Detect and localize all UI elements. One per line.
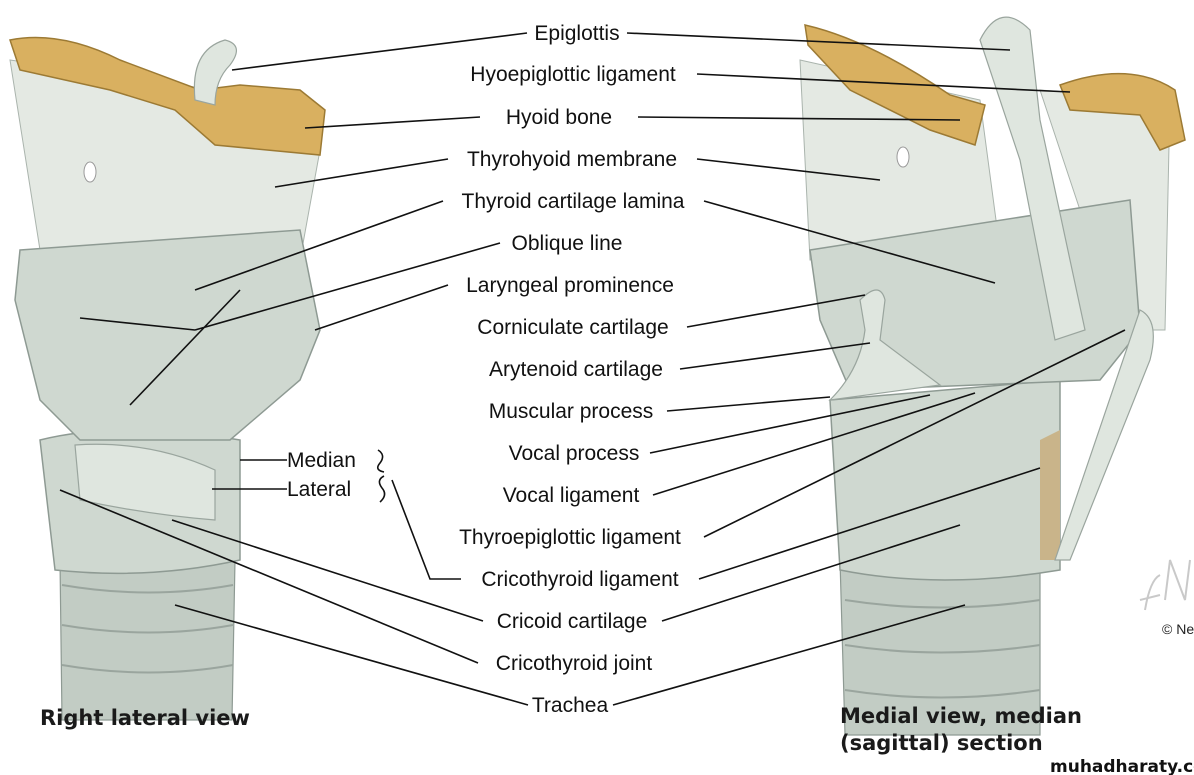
label-vocal-ligament: Vocal ligament xyxy=(503,484,640,507)
cricoid-right xyxy=(829,379,1061,581)
label-trachea: Trachea xyxy=(532,694,609,717)
epiglottis-right xyxy=(979,16,1086,341)
label-arytenoid-cartilage: Arytenoid cartilage xyxy=(489,358,663,381)
medial-view-illustration xyxy=(799,16,1191,736)
label-median: Median xyxy=(287,449,356,472)
label-thyrohyoid-membrane: Thyrohyoid membrane xyxy=(467,148,677,171)
caption-medial-view-line2: (sagittal) section xyxy=(840,731,1043,755)
watermark: muhadharaty.com xyxy=(1050,757,1194,775)
labels: Epiglottis Hyoepiglottic ligament Hyoid … xyxy=(459,22,685,717)
epiglottis-left xyxy=(193,39,237,106)
label-epiglottis: Epiglottis xyxy=(534,22,619,45)
label-hyoepiglottic-ligament: Hyoepiglottic ligament xyxy=(470,63,676,86)
label-cricothyroid-joint: Cricothyroid joint xyxy=(496,652,653,675)
thyroid-left xyxy=(14,229,321,441)
label-corniculate-cartilage: Corniculate cartilage xyxy=(477,316,668,339)
label-hyoid-bone: Hyoid bone xyxy=(506,106,612,129)
label-vocal-process: Vocal process xyxy=(509,442,640,465)
label-lateral: Lateral xyxy=(287,478,351,501)
caption-right-lateral-view: Right lateral view xyxy=(40,706,250,730)
hyoid-left xyxy=(9,36,326,156)
arytenoid-right xyxy=(828,289,942,401)
hyoid-right xyxy=(804,24,986,146)
label-muscular-process: Muscular process xyxy=(489,400,654,423)
label-thyroid-cartilage-lamina: Thyroid cartilage lamina xyxy=(462,190,685,213)
label-oblique-line: Oblique line xyxy=(512,232,623,255)
copyright-text: © Ne xyxy=(1162,621,1194,637)
label-laryngeal-prominence: Laryngeal prominence xyxy=(466,274,674,297)
label-cricothyroid-ligament: Cricothyroid ligament xyxy=(481,568,678,591)
label-cricoid-cartilage: Cricoid cartilage xyxy=(497,610,648,633)
label-thyroepiglottic-ligament: Thyroepiglottic ligament xyxy=(459,526,681,549)
caption-medial-view-line1: Medial view, median xyxy=(840,704,1082,728)
netter-signature xyxy=(1139,559,1191,611)
trachea-left xyxy=(59,559,236,721)
leader-lines xyxy=(59,32,1126,706)
right-lateral-view-illustration xyxy=(9,36,326,721)
